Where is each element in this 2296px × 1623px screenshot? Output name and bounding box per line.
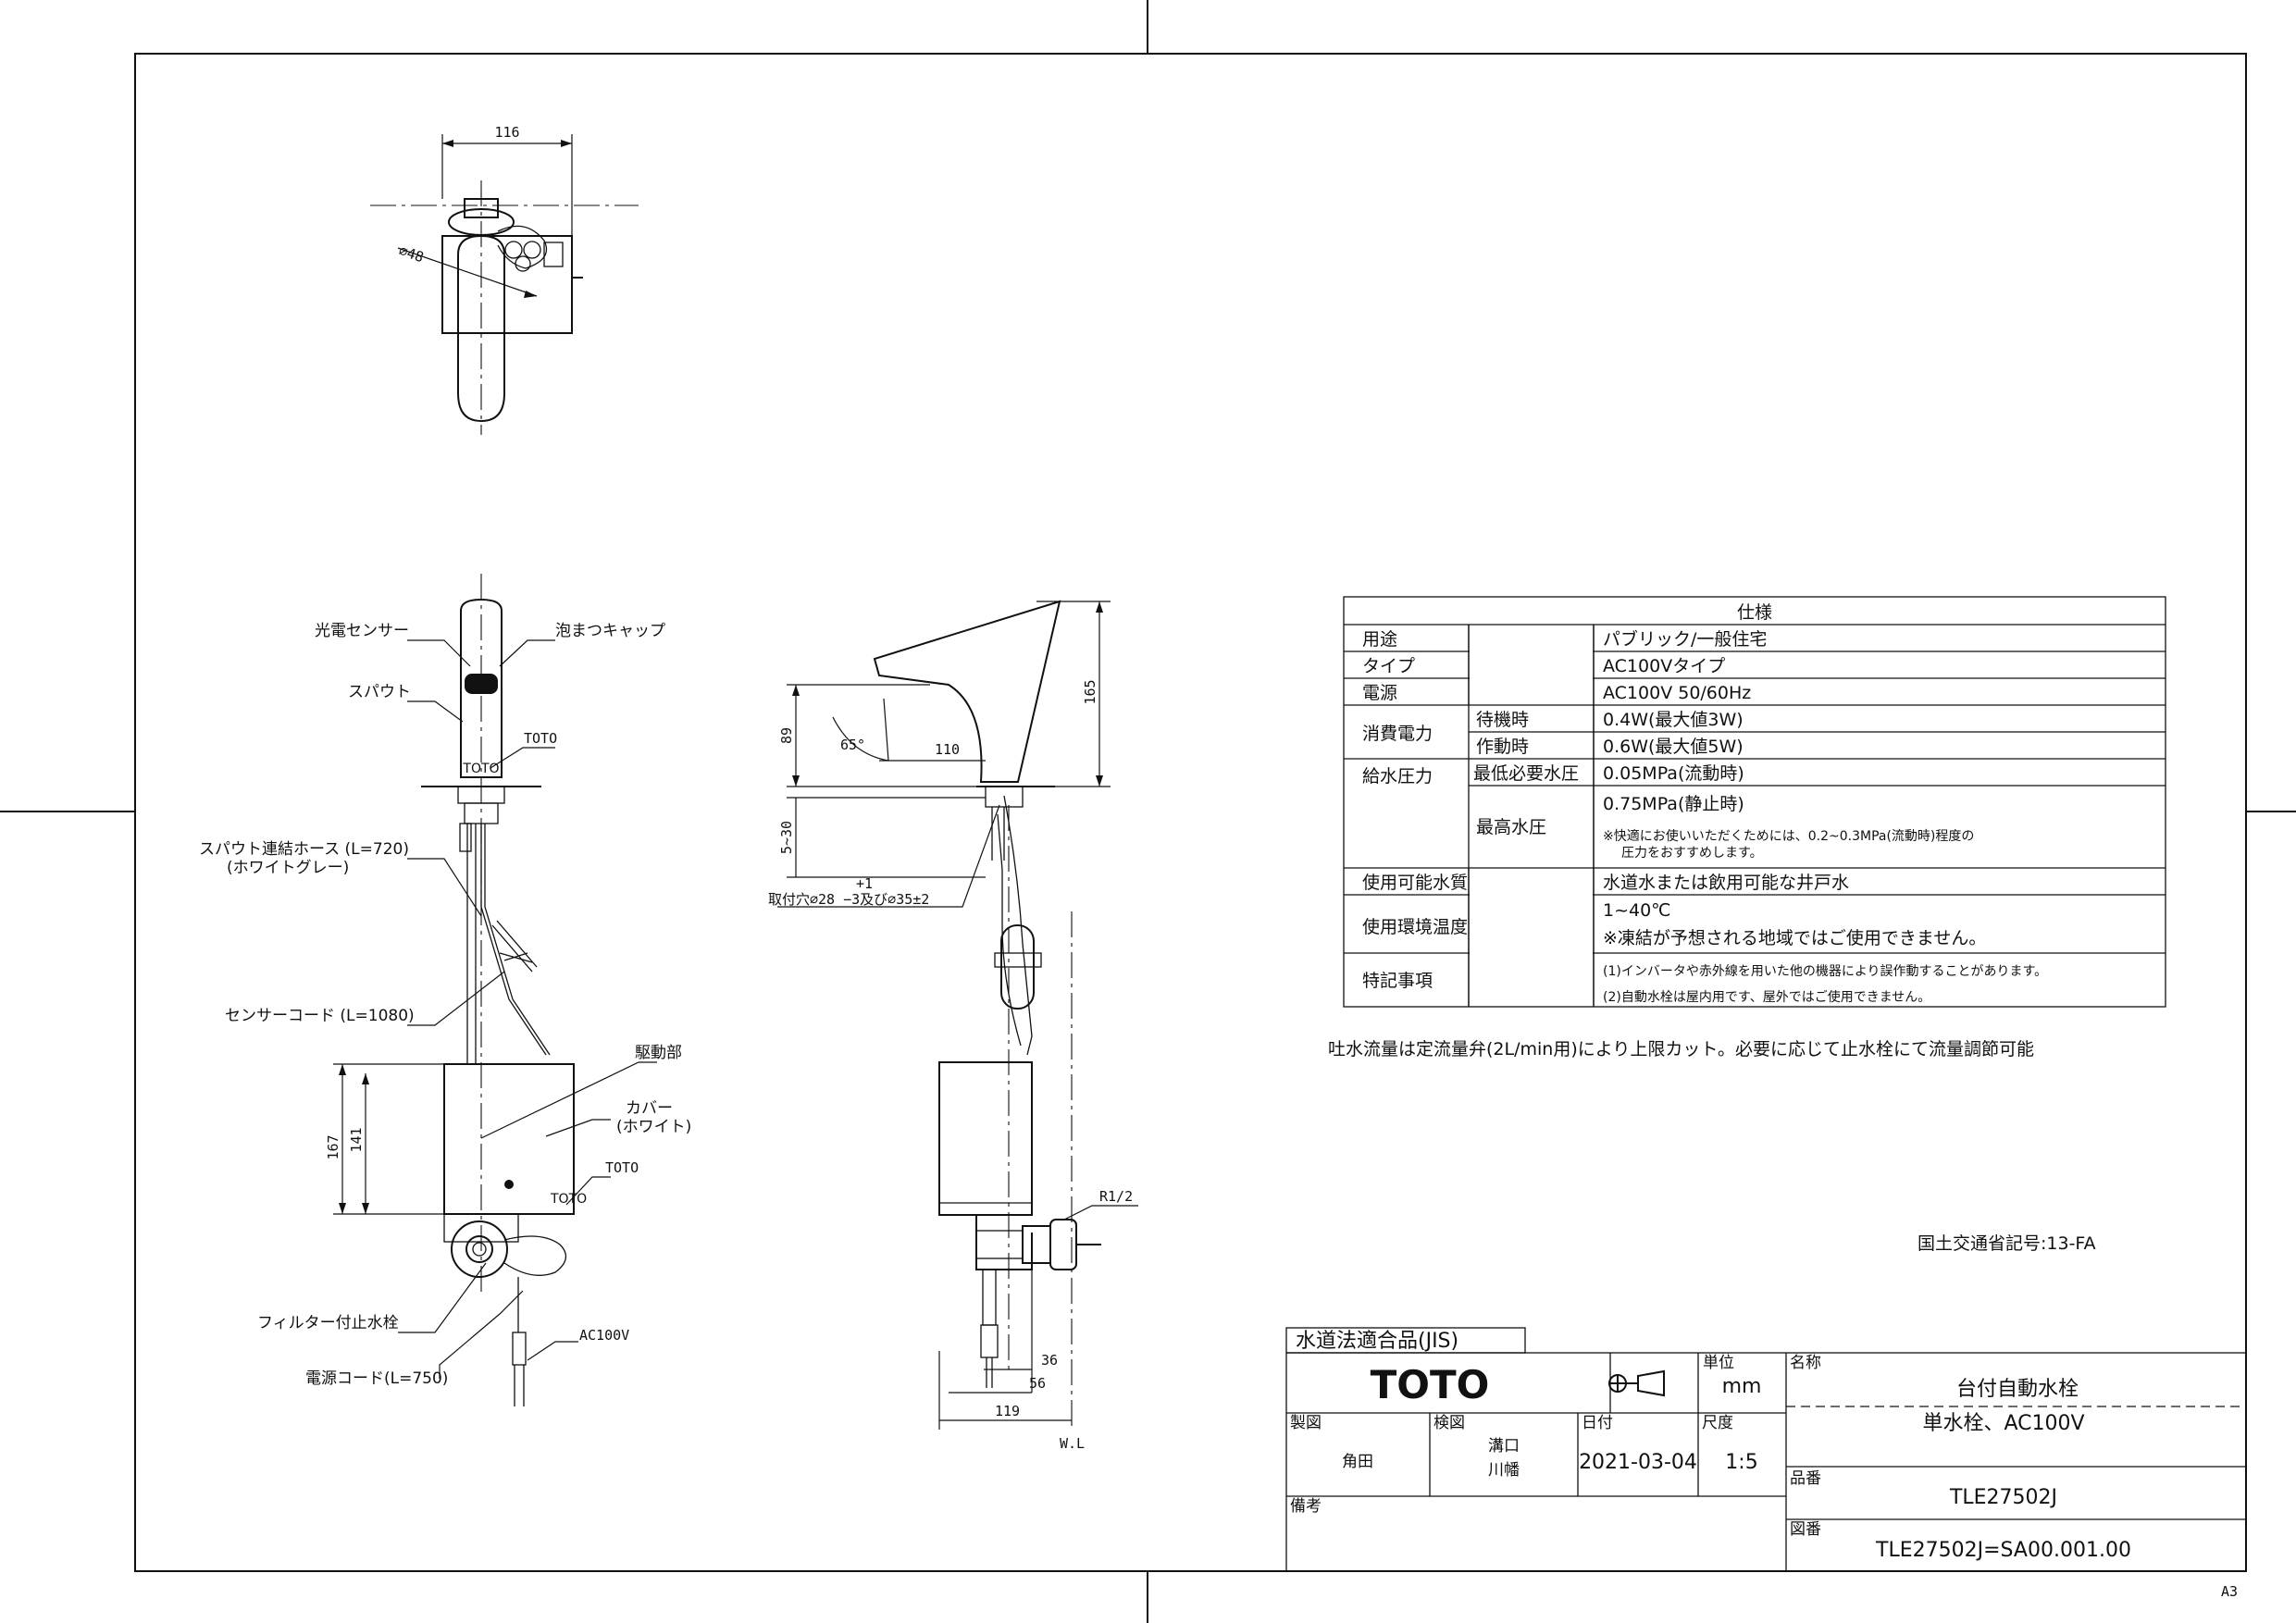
date-value: 2021-03-04 bbox=[1579, 1451, 1697, 1474]
drawn-value: 角田 bbox=[1342, 1453, 1373, 1471]
unit-label: 単位 bbox=[1703, 1354, 1734, 1372]
label-toto-spout: TOTO bbox=[524, 730, 557, 747]
dim-141: 141 bbox=[348, 1127, 365, 1152]
label-spout: スパウト bbox=[348, 683, 411, 701]
checked-2: 川幡 bbox=[1488, 1461, 1520, 1480]
scale-label: 尺度 bbox=[1702, 1414, 1733, 1432]
spec-label-use: 用途 bbox=[1362, 629, 1397, 650]
label-filter-valve: フィルター付止水栓 bbox=[257, 1314, 399, 1332]
dim-hole: 取付穴⌀28 −3及び⌀35±2 bbox=[768, 891, 929, 908]
spec-value-power: AC100V 50/60Hz bbox=[1603, 683, 1751, 703]
title-block: 水道法適合品(JIS) TOTO 単位 mm 名称 台付自動水栓 単水栓、AC1… bbox=[1285, 1327, 2247, 1572]
svg-text:TOTO: TOTO bbox=[462, 762, 499, 776]
spec-value-type: AC100Vタイプ bbox=[1603, 656, 1725, 676]
spec-note-2: (2)自動水栓は屋内用です、屋外ではご使用できません。 bbox=[1603, 989, 1930, 1005]
spec-label-consumption: 消費電力 bbox=[1362, 724, 1433, 744]
spec-value-use: パブリック/一般住宅 bbox=[1603, 628, 1767, 650]
svg-text:TOTO: TOTO bbox=[550, 1192, 587, 1207]
dim-116: 116 bbox=[494, 124, 519, 141]
label-ac100v: AC100V bbox=[579, 1327, 629, 1344]
label-drive: 駆動部 bbox=[635, 1044, 682, 1062]
dim-167: 167 bbox=[325, 1134, 341, 1159]
spec-label-standby: 待機時 bbox=[1476, 710, 1529, 730]
label-cover-color: (ホワイト) bbox=[616, 1118, 691, 1136]
sheet-border bbox=[134, 53, 2247, 1572]
scale-value: 1:5 bbox=[1725, 1451, 1757, 1474]
dim-hole-tol: +1 bbox=[856, 875, 873, 892]
dim-dia48: ⌀48 bbox=[397, 242, 426, 266]
label-toto-box: TOTO bbox=[605, 1159, 639, 1176]
spec-label-temp: 使用環境温度 bbox=[1362, 917, 1468, 937]
dim-56: 56 bbox=[1029, 1375, 1046, 1392]
label-sensor: 光電センサー bbox=[315, 622, 409, 640]
label-hose-color: (ホワイトグレー) bbox=[227, 859, 349, 877]
dim-89: 89 bbox=[778, 727, 795, 744]
dim-5-30: 5~30 bbox=[778, 821, 795, 854]
name-2: 単水栓、AC100V bbox=[1922, 1412, 2084, 1435]
front-view: TOTO TOTO 167 141 bbox=[199, 574, 691, 1406]
spec-label-notes: 特記事項 bbox=[1362, 971, 1433, 991]
mlit-code: 国土交通省記号:13-FA bbox=[1917, 1233, 2096, 1254]
spec-header: 仕様 bbox=[1737, 602, 1772, 623]
label-aerator: 泡まつキャップ bbox=[555, 622, 665, 640]
unit-value: mm bbox=[1722, 1375, 1762, 1398]
jis-label: 水道法適合品(JIS) bbox=[1296, 1330, 1458, 1353]
spec-note-temp: ※凍結が予想される地域ではご使用できません。 bbox=[1603, 928, 1986, 948]
part-value: TLE27502J bbox=[1949, 1486, 2057, 1509]
dim-wl: W.L bbox=[1060, 1435, 1085, 1452]
first-angle-projection-symbol bbox=[1608, 1369, 1665, 1397]
spec-value-temp: 1~40℃ bbox=[1603, 900, 1671, 921]
dim-165: 165 bbox=[1082, 679, 1098, 704]
drawing-label: 図番 bbox=[1790, 1520, 1821, 1539]
spec-label-max-pressure: 最高水圧 bbox=[1476, 817, 1546, 837]
date-label: 日付 bbox=[1582, 1414, 1613, 1432]
label-sensor-cord: センサーコード (L=1080) bbox=[225, 1007, 415, 1025]
drawing-value: TLE27502J=SA00.001.00 bbox=[1875, 1539, 2131, 1562]
spec-value-max-pressure: 0.75MPa(静止時) bbox=[1603, 794, 1744, 814]
spec-label-min-pressure: 最低必要水圧 bbox=[1473, 763, 1579, 784]
dim-r12: R1/2 bbox=[1099, 1188, 1133, 1205]
spec-value-standby: 0.4W(最大値3W) bbox=[1603, 710, 1744, 730]
dim-angle: 65° bbox=[840, 737, 865, 753]
flow-note: 吐水流量は定流量弁(2L/min用)により上限カット。必要に応じて止水栓にて流量… bbox=[1328, 1039, 2034, 1059]
spec-value-min-pressure: 0.05MPa(流動時) bbox=[1603, 763, 1744, 784]
part-label: 品番 bbox=[1790, 1469, 1821, 1488]
spec-table: 仕様 用途 パブリック/一般住宅 タイプ AC100Vタイプ 電源 AC100V… bbox=[1343, 596, 2166, 1008]
spec-label-type: タイプ bbox=[1362, 656, 1415, 676]
dim-36: 36 bbox=[1041, 1352, 1058, 1369]
top-view: 116 ⌀48 bbox=[370, 124, 639, 435]
label-cover: カバー bbox=[626, 1099, 673, 1118]
dim-110: 110 bbox=[935, 741, 960, 758]
toto-logo: TOTO bbox=[1371, 1362, 1490, 1407]
spec-note-pressure-1: ※快適にお使いいただくためには、0.2~0.3MPa(流動時)程度の bbox=[1603, 828, 1974, 844]
spec-value-water: 水道水または飲用可能な井戸水 bbox=[1603, 873, 1849, 893]
remarks-label: 備考 bbox=[1290, 1497, 1322, 1516]
spec-label-water: 使用可能水質 bbox=[1362, 873, 1468, 893]
label-hose: スパウト連結ホース (L=720) bbox=[199, 840, 409, 859]
side-view: 165 89 110 65° 5~30 +1 取付穴⌀28 −3及び⌀35±2 … bbox=[768, 600, 1138, 1452]
spec-label-operating: 作動時 bbox=[1476, 737, 1529, 757]
checked-1: 溝口 bbox=[1488, 1437, 1520, 1456]
drawn-label: 製図 bbox=[1290, 1414, 1322, 1432]
checked-label: 検図 bbox=[1433, 1414, 1465, 1432]
spec-note-1: (1)インバータや赤外線を用いた他の機器により誤作動することがあります。 bbox=[1603, 964, 2047, 979]
name-label: 名称 bbox=[1790, 1354, 1821, 1372]
sheet-size: A3 bbox=[2221, 1583, 2238, 1600]
label-power-cord: 電源コード(L=750) bbox=[305, 1369, 448, 1388]
spec-note-pressure-2: 圧力をおすすめします。 bbox=[1621, 846, 1763, 861]
name-1: 台付自動水栓 bbox=[1956, 1378, 2079, 1401]
spec-label-pressure: 給水圧力 bbox=[1362, 766, 1433, 787]
dim-119: 119 bbox=[995, 1403, 1020, 1419]
spec-label-power: 電源 bbox=[1362, 683, 1397, 703]
spec-value-operating: 0.6W(最大値5W) bbox=[1603, 737, 1744, 757]
